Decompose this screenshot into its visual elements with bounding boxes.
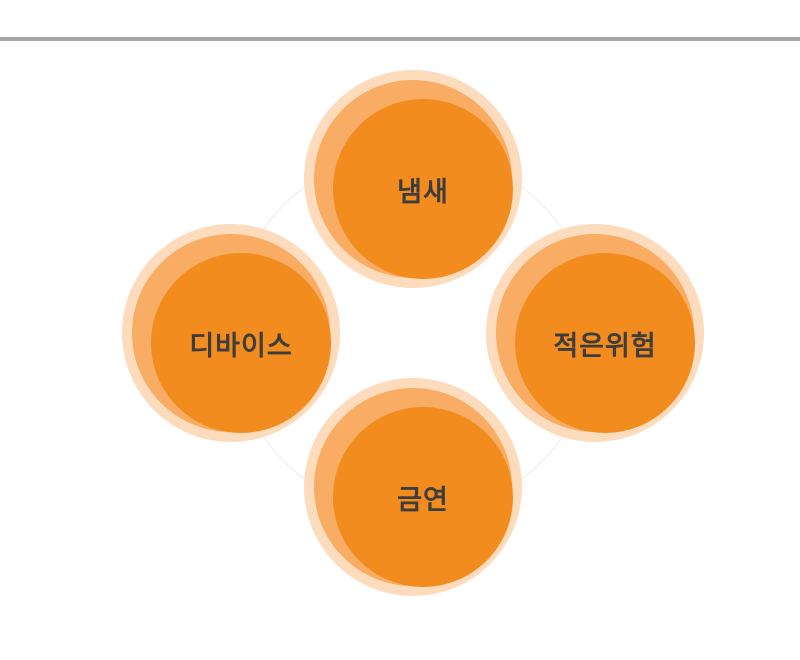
- node-label-top: 냄새: [397, 176, 449, 208]
- node-ring: 냄새: [314, 80, 513, 279]
- cycle-node-top: 냄새: [304, 70, 522, 288]
- node-ring: 적은위험: [496, 234, 695, 433]
- cycle-node-bottom: 금연: [304, 378, 522, 596]
- node-label-bottom: 금연: [397, 484, 449, 516]
- cycle-node-right: 적은위험: [486, 224, 704, 442]
- node-core: 금연: [333, 407, 513, 587]
- node-core: 냄새: [333, 99, 513, 279]
- node-core: 적은위험: [515, 253, 695, 433]
- node-label-right: 적은위험: [553, 330, 657, 362]
- node-ring: 금연: [314, 388, 513, 587]
- node-label-left: 디바이스: [189, 330, 293, 362]
- node-core: 디바이스: [151, 253, 331, 433]
- cycle-node-left: 디바이스: [122, 224, 340, 442]
- top-divider-line: [0, 37, 800, 41]
- node-ring: 디바이스: [132, 234, 331, 433]
